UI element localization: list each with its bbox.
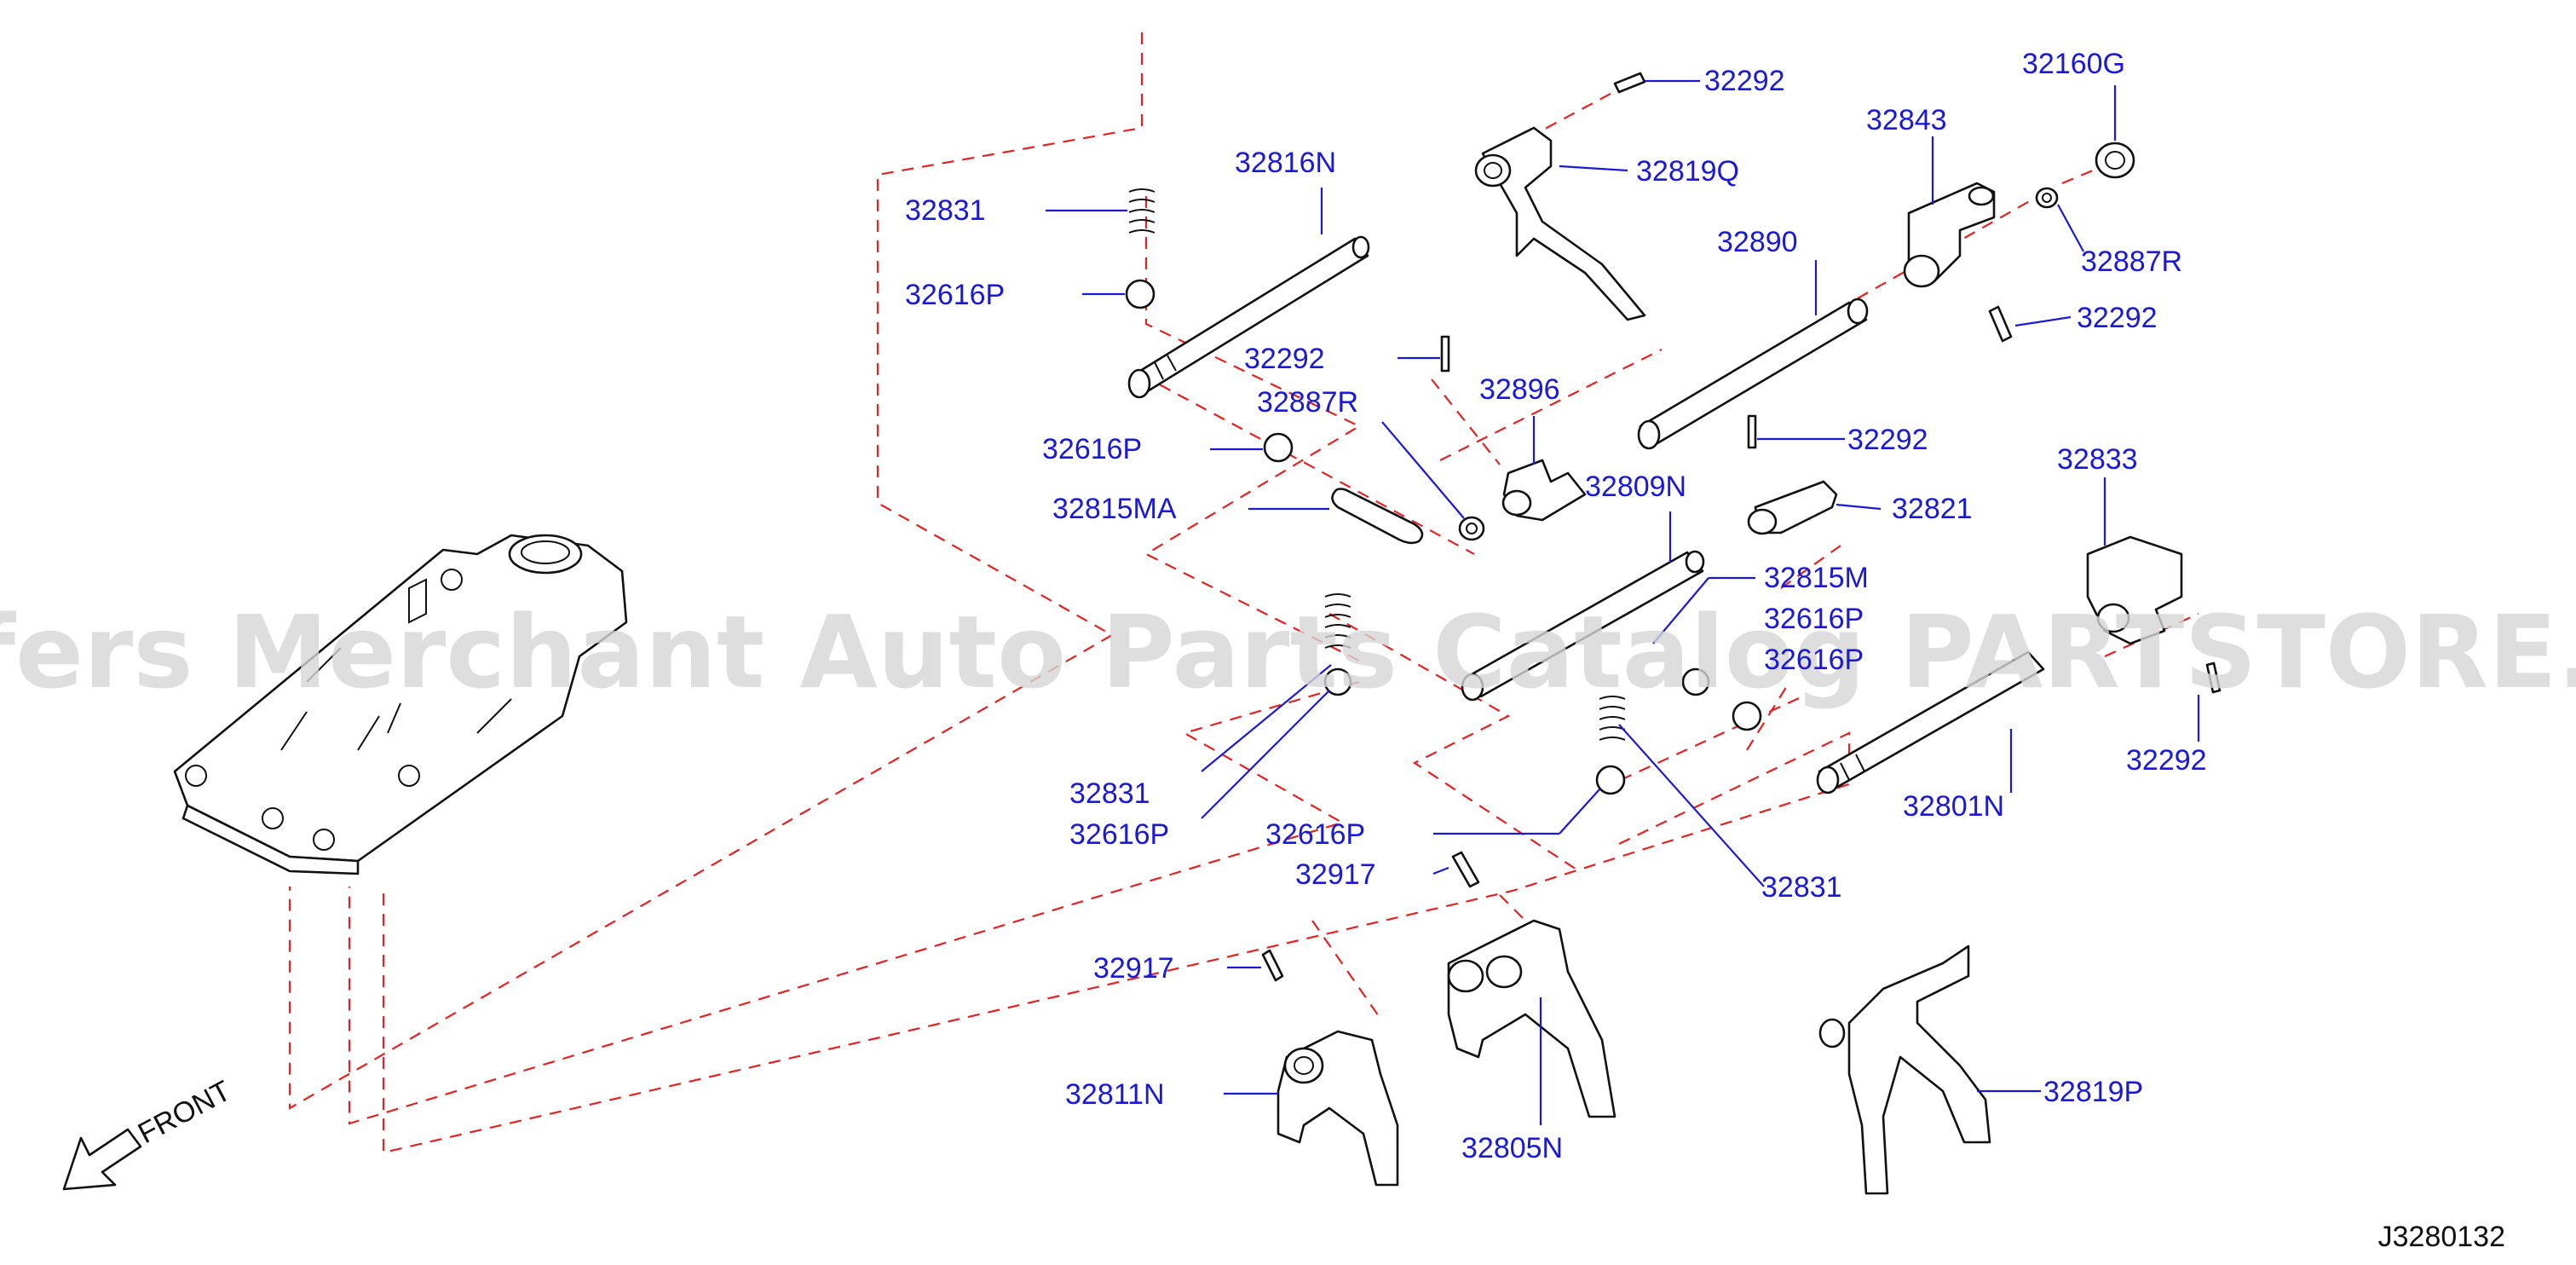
part-32843 bbox=[1903, 182, 1996, 288]
shaft-32816n bbox=[1127, 235, 1370, 399]
front-label: FRONT bbox=[133, 1075, 236, 1151]
label-32917-lower[interactable]: 32917 bbox=[1093, 952, 1174, 985]
label-32819p[interactable]: 32819P bbox=[2043, 1076, 2143, 1108]
label-32616p-b[interactable]: 32616P bbox=[1764, 644, 1864, 676]
label-32805n[interactable]: 32805N bbox=[1461, 1132, 1563, 1164]
label-32616p-lower[interactable]: 32616P bbox=[1265, 818, 1365, 851]
leader-lines bbox=[1046, 79, 2200, 1125]
shaft-32801n bbox=[1816, 650, 2045, 794]
diagram-id: J3280132 bbox=[2378, 1221, 2505, 1253]
label-32831-upper[interactable]: 32831 bbox=[905, 194, 986, 227]
label-32819q[interactable]: 32819Q bbox=[1636, 155, 1739, 188]
label-32292-top[interactable]: 32292 bbox=[1704, 65, 1785, 97]
washer-32887r-lower bbox=[1458, 516, 1485, 541]
shaft-32890 bbox=[1637, 297, 1869, 450]
label-32815ma[interactable]: 32815MA bbox=[1052, 493, 1177, 525]
fork-32819q bbox=[1474, 126, 1646, 321]
part-32821 bbox=[1747, 480, 1838, 535]
pins-32917 bbox=[1261, 851, 1480, 982]
label-32292-right[interactable]: 32292 bbox=[2077, 302, 2158, 334]
fork-32805n bbox=[1447, 919, 1616, 1118]
label-32843[interactable]: 32843 bbox=[1866, 104, 1947, 136]
label-32809n[interactable]: 32809N bbox=[1585, 471, 1686, 503]
label-32815m[interactable]: 32815M bbox=[1764, 562, 1869, 594]
label-32811n[interactable]: 32811N bbox=[1065, 1078, 1165, 1111]
part-32896 bbox=[1501, 459, 1587, 522]
label-32816n[interactable]: 32816N bbox=[1235, 147, 1336, 179]
pins-32292 bbox=[1440, 72, 2222, 694]
label-32292-mid[interactable]: 32292 bbox=[1244, 343, 1325, 375]
label-32616p-upper[interactable]: 32616P bbox=[905, 279, 1005, 311]
shaft-32809n bbox=[1461, 550, 1705, 702]
transmission-cover bbox=[173, 534, 628, 875]
label-32887r-right[interactable]: 32887R bbox=[2081, 245, 2182, 278]
label-32801n[interactable]: 32801N bbox=[1903, 790, 2004, 823]
label-32896[interactable]: 32896 bbox=[1479, 373, 1560, 406]
watermark-text: Offers Merchant Auto Parts Catalog PARTS… bbox=[0, 593, 2576, 711]
label-32292-center[interactable]: 32292 bbox=[1847, 424, 1928, 456]
label-32616p-a[interactable]: 32616P bbox=[1764, 603, 1864, 635]
front-indicator: FRONT bbox=[62, 1075, 236, 1191]
balls-32616p bbox=[1125, 279, 1762, 795]
label-32292-far-right[interactable]: 32292 bbox=[2126, 744, 2207, 777]
label-32890[interactable]: 32890 bbox=[1717, 226, 1798, 258]
label-32821[interactable]: 32821 bbox=[1892, 493, 1973, 525]
label-32616p-left[interactable]: 32616P bbox=[1069, 818, 1169, 851]
washer-32887r-upper bbox=[2035, 187, 2059, 209]
fork-32819p bbox=[1818, 944, 1991, 1195]
bushing-32160g bbox=[2095, 142, 2135, 179]
label-32887r-mid[interactable]: 32887R bbox=[1257, 386, 1358, 419]
label-32917-upper[interactable]: 32917 bbox=[1295, 858, 1376, 891]
label-32160g[interactable]: 32160G bbox=[2022, 48, 2125, 80]
label-32833[interactable]: 32833 bbox=[2057, 443, 2138, 476]
part-labels: 32292 32160G 32843 32816N 32819Q 32831 3… bbox=[905, 48, 2207, 1164]
plunger-32815ma bbox=[1331, 488, 1424, 545]
label-32831-lower[interactable]: 32831 bbox=[1761, 871, 1842, 904]
label-32616p-mid[interactable]: 32616P bbox=[1042, 433, 1142, 465]
front-arrow-icon bbox=[62, 1128, 142, 1191]
fork-32811n bbox=[1276, 1030, 1399, 1187]
label-32831-left[interactable]: 32831 bbox=[1069, 777, 1150, 810]
springs-32831 bbox=[1128, 188, 1626, 741]
part-32833 bbox=[2086, 535, 2183, 645]
